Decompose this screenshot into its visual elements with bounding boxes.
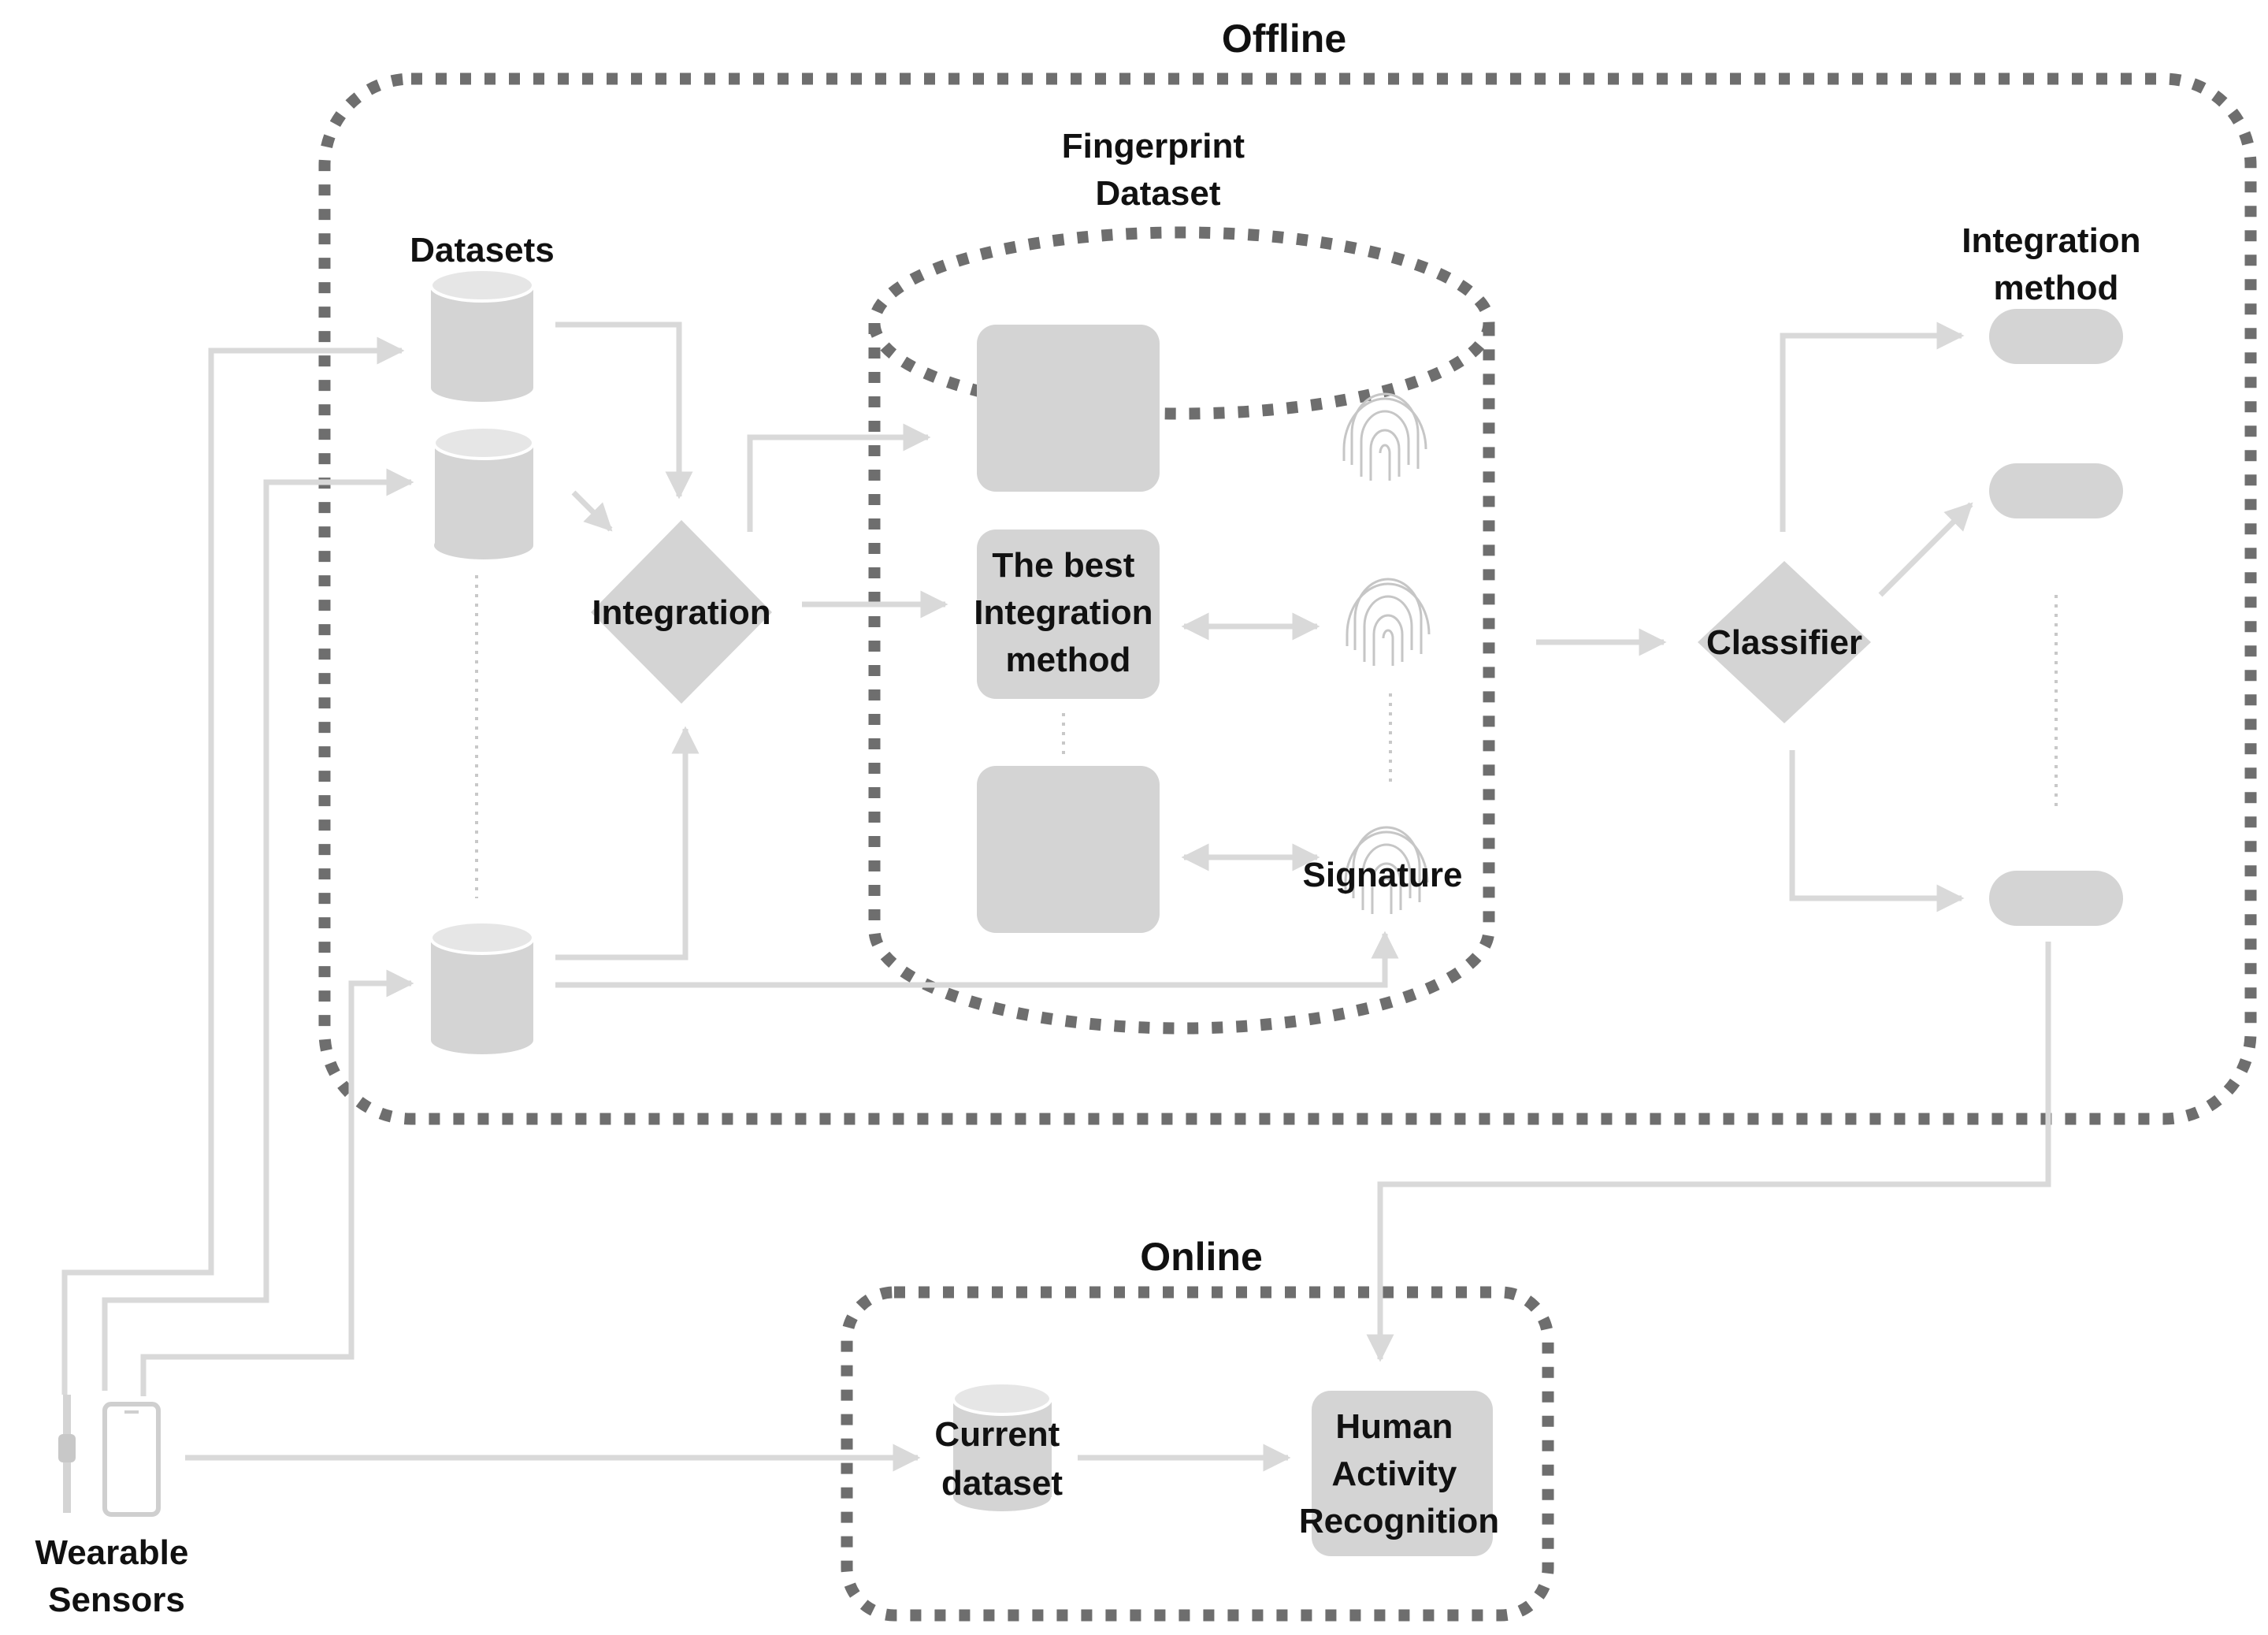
integration-label: Integration xyxy=(592,593,770,632)
smartwatch-icon xyxy=(58,1395,76,1513)
dataset-cylinder-n xyxy=(429,920,535,1054)
current-dataset-label: Current dataset xyxy=(934,1415,1069,1503)
fingerprint-icon-1 xyxy=(1342,392,1427,481)
integration-method-pill-2 xyxy=(1989,463,2123,518)
integration-diamond xyxy=(591,520,772,704)
online-title: Online xyxy=(1140,1235,1263,1279)
classifier-label: Classifier xyxy=(1706,623,1862,662)
fingerprint-dataset-label: Fingerprint Dataset xyxy=(1062,127,1254,213)
fingerprint-icon-n xyxy=(1344,826,1429,914)
datasets-label: Datasets xyxy=(410,231,554,269)
offline-container xyxy=(318,72,2257,1125)
online-container xyxy=(841,1286,1554,1622)
fingerprint-dataset-cylinder xyxy=(868,226,1495,1035)
current-dataset-cylinder xyxy=(952,1381,1052,1511)
offline-title: Offline xyxy=(1222,17,1346,61)
dataset-cylinder-2 xyxy=(432,425,535,559)
integration-method-box-n xyxy=(977,766,1160,933)
dataset-cylinder-1 xyxy=(429,268,535,402)
smartphone-icon xyxy=(102,1402,161,1517)
signature-label: Signature xyxy=(1303,856,1463,894)
flow-arrows xyxy=(61,321,2051,1472)
classifier-diamond xyxy=(1698,561,1871,723)
human-activity-recognition-label: Human Activity Recognition xyxy=(1299,1407,1499,1540)
best-integration-method-label: The best Integration method xyxy=(974,546,1163,679)
human-activity-recognition-box xyxy=(1312,1391,1493,1556)
wearable-sensors-label: Wearable Sensors xyxy=(35,1533,198,1619)
integration-method-pill-n xyxy=(1989,871,2123,926)
integration-method-pill-1 xyxy=(1989,309,2123,364)
best-integration-method-box xyxy=(977,530,1160,699)
fingerprint-icon-2 xyxy=(1346,578,1431,666)
integration-method-label: Integration method xyxy=(1962,221,2151,307)
integration-method-box-1 xyxy=(977,325,1160,492)
